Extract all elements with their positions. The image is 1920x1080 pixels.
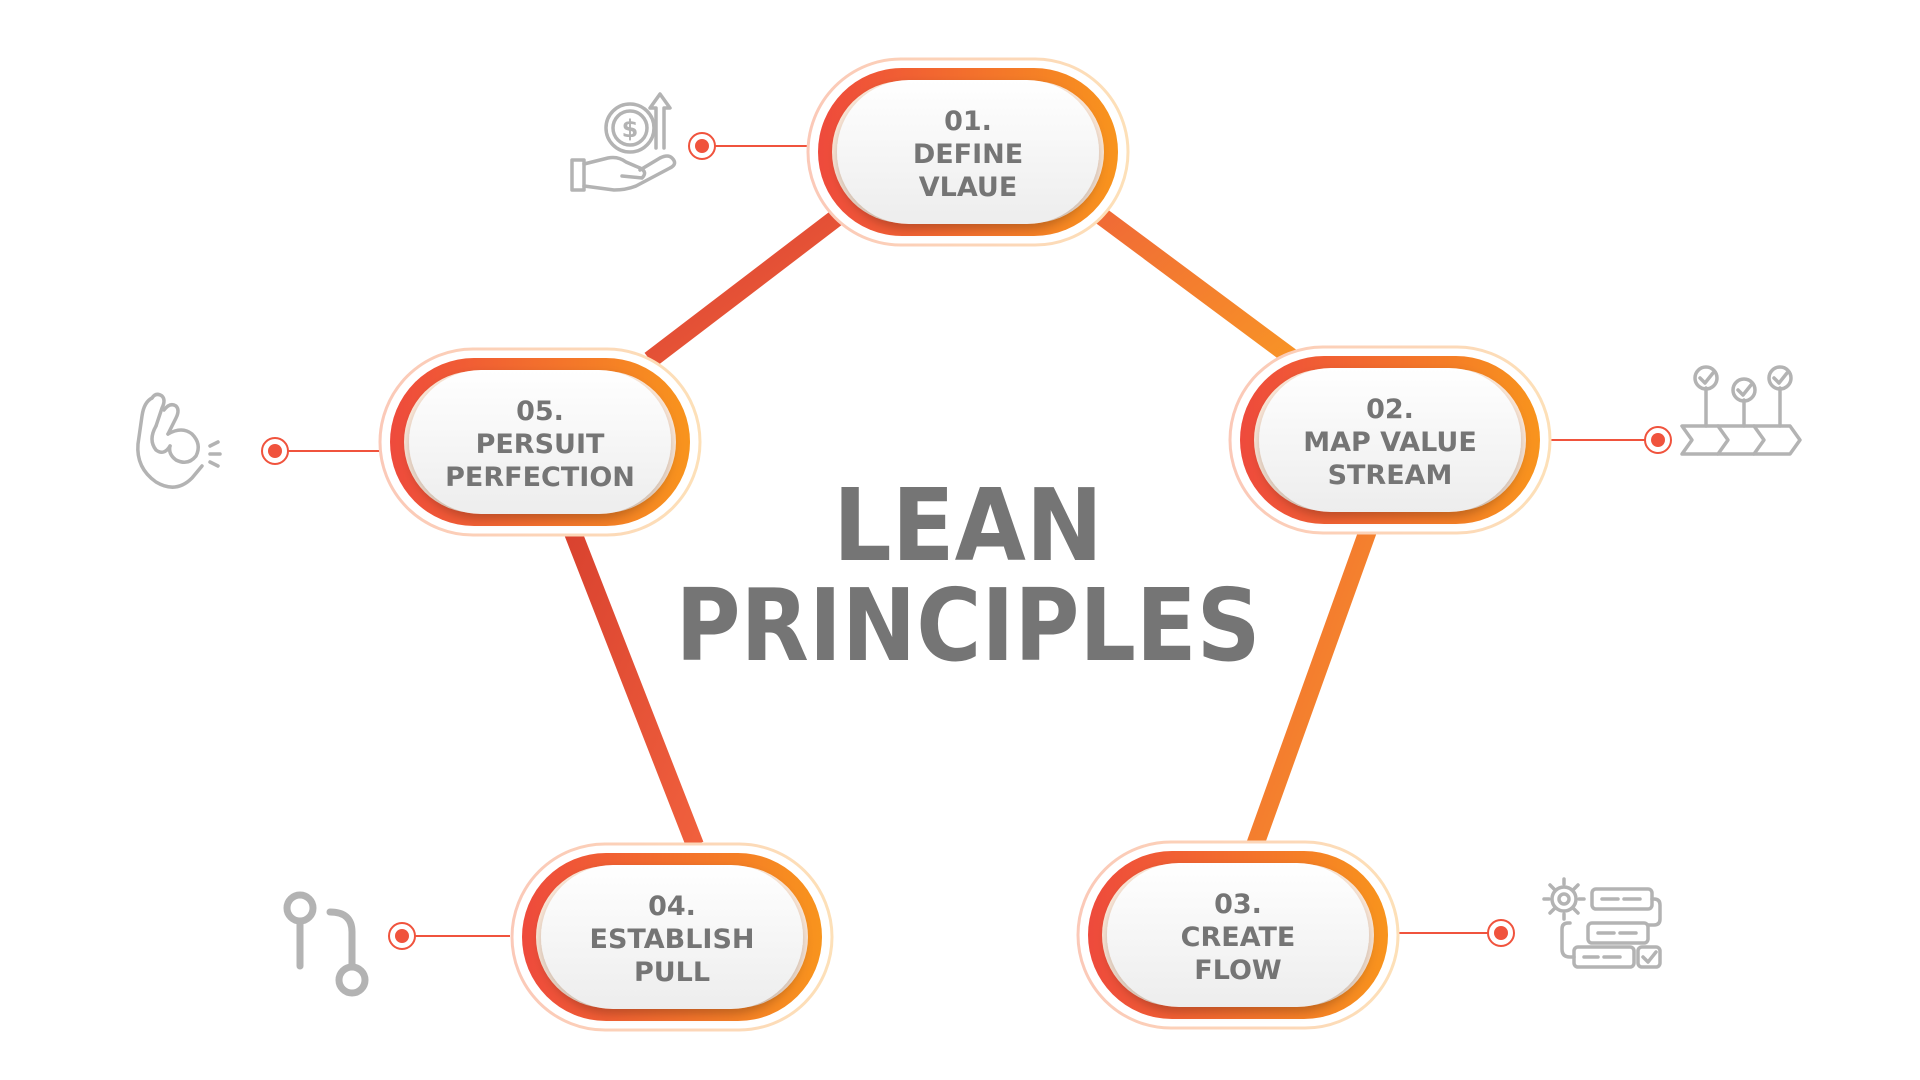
connector-05-01: [644, 207, 846, 368]
ok-hand-icon: [136, 392, 222, 489]
principle-title-line-1: CREATE: [1181, 922, 1296, 953]
pentagon-connectors: [561, 207, 1379, 947]
principle-number: 05.: [516, 396, 564, 427]
title-line-2: PRINCIPLES: [676, 567, 1261, 684]
principle-title-line-1: PERSUIT: [476, 429, 605, 460]
principle-node-03: 03. CREATE FLOW: [1076, 840, 1400, 1030]
workflow-icon: [1542, 877, 1662, 969]
principle-title-line-2: PULL: [634, 957, 710, 988]
pointer-dot-core-01: [695, 139, 709, 153]
svg-text:$: $: [622, 115, 639, 143]
money-hand-icon: $: [570, 92, 677, 192]
principle-number: 03.: [1214, 889, 1262, 920]
principle-title-line-1: ESTABLISH: [590, 924, 755, 955]
principle-node-02: 02. MAP VALUE STREAM: [1228, 345, 1552, 535]
principle-title-line-2: STREAM: [1328, 460, 1453, 491]
pointer-lines: [261, 132, 1672, 950]
principle-node-05: 05. PERSUIT PERFECTION: [378, 347, 702, 537]
principle-number: 01.: [944, 106, 992, 137]
principle-node-04: 04. ESTABLISH PULL: [510, 842, 834, 1032]
pointer-dot-core-05: [268, 444, 282, 458]
principle-title-line-2: FLOW: [1194, 955, 1281, 986]
connector-01-02: [1094, 207, 1301, 368]
connector-02-03: [1246, 521, 1379, 849]
title-line-1: LEAN: [833, 467, 1103, 584]
pointer-dot-core-03: [1494, 926, 1508, 940]
principle-number: 04.: [648, 891, 696, 922]
principle-title-line-2: VLAUE: [919, 172, 1018, 203]
principle-node-01: 01. DEFINE VLAUE: [806, 57, 1130, 247]
pointer-dot-core-04: [395, 929, 409, 943]
principle-title-line-2: PERFECTION: [445, 462, 635, 493]
principle-title-line-1: MAP VALUE: [1303, 427, 1477, 458]
principle-number: 02.: [1366, 394, 1414, 425]
process-stream-icon: [1680, 365, 1802, 456]
principle-title-line-1: DEFINE: [913, 139, 1023, 170]
connector-04-05: [561, 521, 704, 849]
pointer-dot-core-02: [1651, 433, 1665, 447]
pull-request-icon: [283, 891, 369, 997]
